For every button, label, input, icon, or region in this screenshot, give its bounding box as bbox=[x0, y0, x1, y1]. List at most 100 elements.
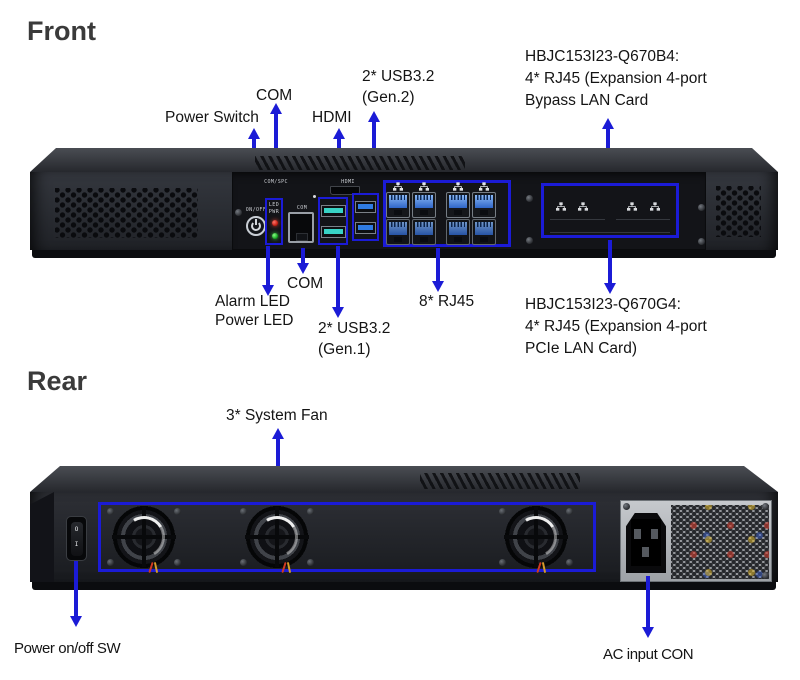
rj45-pins bbox=[391, 195, 405, 200]
power-led bbox=[272, 233, 278, 239]
arrow-usb-gen1 bbox=[330, 246, 346, 318]
ac-inlet bbox=[626, 513, 666, 573]
callout-leds: Alarm LED Power LED bbox=[215, 292, 293, 330]
screw bbox=[307, 559, 314, 566]
screw bbox=[499, 559, 506, 566]
callout-ac-input: AC input CON bbox=[603, 646, 694, 663]
callout-usb-gen1-line1: 2* USB3.2 bbox=[318, 320, 391, 337]
power-button bbox=[246, 216, 266, 236]
system-fan bbox=[104, 505, 184, 574]
rj45-latch bbox=[480, 210, 488, 215]
rj45-latch bbox=[454, 210, 462, 215]
onoff-print: ON/OFF bbox=[245, 207, 267, 213]
ac-pin bbox=[651, 529, 658, 539]
rj45-pins bbox=[477, 195, 491, 200]
arrowhead bbox=[270, 103, 282, 114]
callout-bypass-card-line1: HBJC153I23-Q670B4: bbox=[525, 48, 680, 65]
rj45-port bbox=[386, 219, 410, 245]
usb-tongue bbox=[358, 225, 373, 230]
usb3-gen2-port bbox=[355, 201, 376, 213]
arrowhead bbox=[604, 283, 616, 294]
screw bbox=[107, 559, 114, 566]
usb-tongue bbox=[324, 208, 343, 213]
front-chassis-base bbox=[32, 250, 776, 258]
fan-guard-bar bbox=[112, 535, 176, 539]
rj45-latch bbox=[454, 237, 462, 242]
callout-com-bottom: COM bbox=[287, 275, 324, 292]
screw bbox=[240, 508, 247, 515]
callout-bypass-card-line2: 4* RJ45 (Expansion 4-port bbox=[525, 70, 707, 87]
fan-guard-bar bbox=[504, 535, 568, 539]
callout-hdmi: HDMI bbox=[312, 109, 352, 126]
rocker-power-switch: O I bbox=[66, 516, 87, 561]
arrowhead bbox=[332, 307, 344, 318]
screw bbox=[235, 209, 242, 216]
rj45-latch bbox=[480, 237, 488, 242]
ac-inlet-recess bbox=[631, 519, 661, 566]
rocker-off-mark: O bbox=[74, 526, 79, 533]
rear-chassis-left-end bbox=[30, 492, 54, 582]
blank-port-line bbox=[616, 219, 670, 220]
hdmi-port bbox=[330, 186, 360, 195]
rj45-latch bbox=[394, 237, 402, 242]
rj45-latch bbox=[394, 210, 402, 215]
expansion-slot-highlight-box bbox=[541, 183, 679, 238]
rj45-highlight-box bbox=[383, 180, 511, 247]
lan-icon bbox=[393, 182, 403, 191]
rear-section-heading: Rear bbox=[27, 366, 88, 396]
callout-system-fan: 3* System Fan bbox=[226, 407, 328, 424]
callout-pcie-card-line1: HBJC153I23-Q670G4: bbox=[525, 296, 681, 313]
screw bbox=[698, 204, 705, 211]
ac-pin bbox=[642, 547, 649, 557]
arrow-power-sw bbox=[68, 561, 84, 627]
com-port bbox=[288, 212, 314, 243]
rj45-pins bbox=[417, 222, 431, 227]
com-port-print: COM/SPC bbox=[264, 179, 288, 185]
rj45-pins bbox=[451, 195, 465, 200]
screw bbox=[499, 508, 506, 515]
front-vent-left bbox=[55, 188, 198, 238]
rj45-port bbox=[412, 219, 436, 245]
callout-usb-gen1-line2: (Gen.1) bbox=[318, 341, 371, 358]
arrowhead bbox=[297, 263, 309, 274]
screw bbox=[566, 508, 573, 515]
usb-tongue bbox=[358, 204, 373, 209]
rj45-port bbox=[412, 192, 436, 218]
front-vent-right bbox=[716, 186, 761, 237]
hdmi-port-print: HDMI bbox=[341, 179, 355, 185]
arrow-shaft bbox=[436, 248, 440, 281]
system-fan bbox=[237, 505, 317, 574]
callout-power-sw: Power on/off SW bbox=[14, 640, 121, 657]
fan-guard-bar bbox=[245, 535, 309, 539]
screw bbox=[174, 508, 181, 515]
rj45-port bbox=[446, 219, 470, 245]
usb-gen1-highlight-box bbox=[318, 197, 348, 245]
front-chassis: COM/SPC HDMI ON/OFF LED PWR COM bbox=[30, 148, 778, 260]
rj45-latch bbox=[420, 237, 428, 242]
lan-icon bbox=[578, 202, 588, 211]
arrow-alarm-led bbox=[260, 246, 276, 296]
usb3-gen1-port bbox=[321, 226, 346, 238]
blank-port-line bbox=[550, 232, 670, 233]
arrow-shaft bbox=[336, 246, 340, 307]
front-lid-vent-slots bbox=[255, 156, 465, 170]
callout-usb-gen2-line1: 2* USB3.2 bbox=[362, 68, 435, 85]
arrowhead bbox=[602, 118, 614, 129]
led-highlight-box: LED PWR bbox=[265, 198, 283, 245]
screw bbox=[698, 238, 705, 245]
arrowhead bbox=[642, 627, 654, 638]
rj45-pins bbox=[477, 222, 491, 227]
usb-tongue bbox=[324, 229, 343, 234]
ac-pin bbox=[634, 529, 641, 539]
lan-icon bbox=[479, 182, 489, 191]
callout-pcie-card-line2: 4* RJ45 (Expansion 4-port bbox=[525, 318, 707, 335]
lan-icon bbox=[650, 202, 660, 211]
screw bbox=[307, 508, 314, 515]
reset-pinhole bbox=[313, 195, 316, 198]
rj45-pins bbox=[417, 195, 431, 200]
rj45-port bbox=[472, 192, 496, 218]
arrow-shaft bbox=[301, 248, 305, 263]
callout-usb-gen1: 2* USB3.2 (Gen.1) bbox=[318, 318, 390, 360]
arrow-ac-input bbox=[640, 576, 656, 638]
